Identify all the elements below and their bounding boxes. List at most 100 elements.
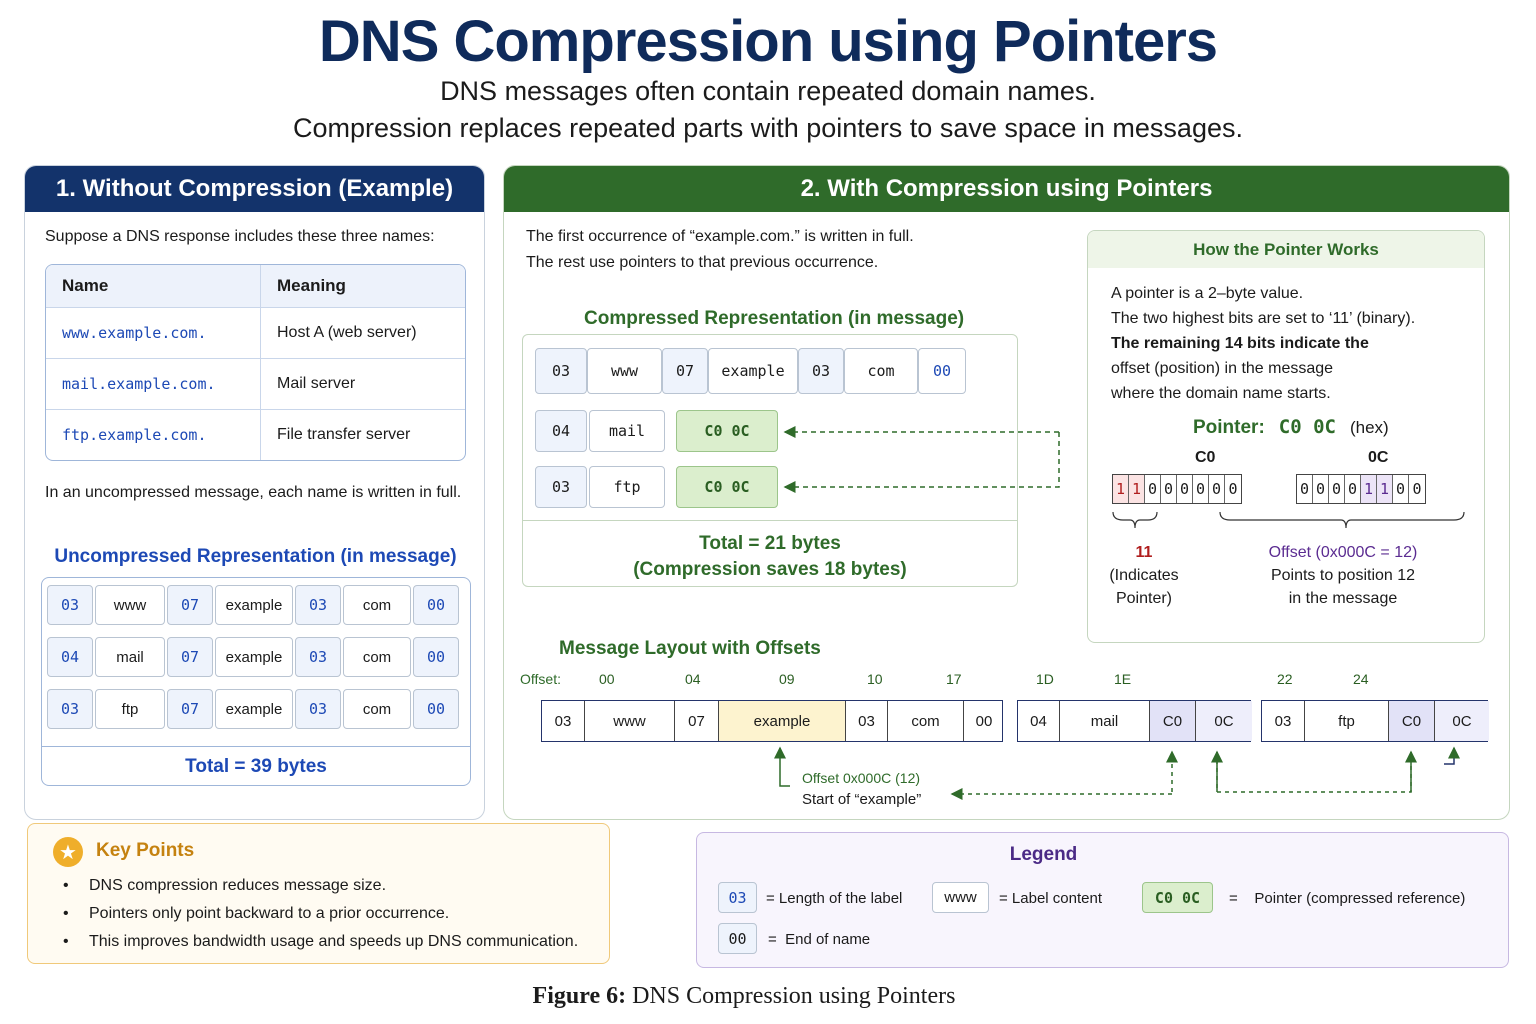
left-note: In an uncompressed message, each name is…: [45, 484, 462, 501]
bit-cell: 1: [1361, 475, 1377, 503]
bits-desc: Pointer): [1115, 590, 1173, 607]
page-title: DNS Compression using Pointers: [318, 9, 1218, 74]
legend-pointer-sample: C0 0C: [1142, 882, 1213, 913]
right-intro-2: The rest use pointers to that previous o…: [526, 254, 879, 271]
offset-marker: 22: [1277, 671, 1293, 687]
bit-cell: 0: [1393, 475, 1409, 503]
caption-label: Figure 6:: [532, 983, 627, 1009]
bit-cell: 0: [1313, 475, 1329, 503]
offset-marker: 17: [946, 671, 962, 687]
layout-cell: ftp: [1305, 701, 1389, 741]
table-header-meaning: Meaning: [277, 276, 346, 295]
pointer-explainer-text: A pointer is a 2–byte value. The two hig…: [1111, 281, 1415, 406]
label-content-cell: example: [215, 689, 293, 729]
layout-cell: 07: [675, 701, 719, 741]
offset-label: Offset (0x000C = 12): [1268, 544, 1418, 561]
label-content-cell: com: [343, 689, 411, 729]
bit-cell: 0: [1145, 475, 1161, 503]
left-intro: Suppose a DNS response includes these th…: [45, 228, 435, 245]
figure-caption: Figure 6: DNS Compression using Pointers: [0, 983, 1488, 1010]
offset-annotation: Offset (0x000C = 12) Points to position …: [1228, 541, 1458, 610]
layout-cell: www: [585, 701, 675, 741]
layout-arrows: [774, 746, 1460, 800]
pointer-unit: (hex): [1349, 418, 1389, 437]
label-content-cell: example: [215, 637, 293, 677]
meaning-www: Host A (web server): [277, 324, 417, 341]
with-compression-panel: 2. With Compression using Pointers The f…: [503, 165, 1510, 820]
without-compression-heading: 1. Without Compression (Example): [25, 166, 484, 212]
legend-label-desc: = Label content: [999, 890, 1103, 907]
label-content-cell: mail: [589, 410, 665, 452]
label-length-cell: 07: [167, 689, 213, 729]
table-header-name: Name: [46, 265, 261, 307]
label-length-cell: 03: [47, 585, 93, 625]
label-length-cell: 00: [413, 637, 459, 677]
with-compression-heading: 2. With Compression using Pointers: [504, 166, 1509, 212]
table-row: mail.example.com. Mail server: [46, 358, 465, 409]
label-length-cell: 07: [167, 585, 213, 625]
layout-cell: 0C: [1196, 701, 1252, 741]
legend-pointer-desc: = Pointer (compressed reference): [1229, 890, 1466, 907]
layout-cell: com: [888, 701, 964, 741]
label-length-cell: 03: [295, 637, 341, 677]
list-item: •DNS compression reduces message size.: [63, 877, 387, 894]
label-length-cell: 00: [918, 348, 966, 394]
label-length-cell: 03: [535, 348, 587, 394]
pointer-explainer: How the Pointer Works A pointer is a 2–b…: [1087, 230, 1485, 643]
compression-savings: (Compression saves 18 bytes): [633, 559, 907, 580]
offset-marker: 1D: [1036, 671, 1054, 687]
without-compression-panel: 1. Without Compression (Example) Suppose…: [24, 165, 485, 820]
table-row: www.example.com. Host A (web server): [46, 307, 465, 358]
layout-cell: C0: [1389, 701, 1435, 741]
meaning-ftp: File transfer server: [277, 426, 411, 443]
layout-cell: 04: [1018, 701, 1060, 741]
table-row: ftp.example.com. File transfer server: [46, 409, 465, 460]
domain-name-www: www.example.com.: [46, 308, 261, 358]
legend-label-sample: www: [932, 882, 989, 913]
label-length-cell: 07: [167, 637, 213, 677]
offset-desc: Points to position 12: [1270, 567, 1416, 584]
offset-label-text: Offset:: [520, 671, 561, 687]
label-content-cell: www: [587, 348, 662, 394]
label-length-cell: 03: [47, 689, 93, 729]
explainer-line: offset (position) in the message: [1111, 360, 1334, 377]
key-points-box: ★ Key Points •DNS compression reduces me…: [27, 823, 610, 964]
key-points-list: •DNS compression reduces message size. •…: [63, 872, 578, 956]
label-length-cell: 03: [535, 466, 587, 508]
layout-title: Message Layout with Offsets: [559, 638, 821, 659]
pointer-cell: C0 0C: [676, 466, 778, 508]
uncompressed-title: Uncompressed Representation (in message): [54, 546, 457, 567]
legend-title: Legend: [1009, 844, 1078, 865]
pointer-value: C0 0C: [1278, 416, 1336, 438]
offset-marker: 09: [779, 671, 795, 687]
label-content-cell: com: [343, 637, 411, 677]
layout-annotation-start: Start of “example”: [802, 791, 922, 808]
bit-cell: 0: [1161, 475, 1177, 503]
legend-end-sample: 00: [718, 923, 757, 954]
layout-cell: 0C: [1435, 701, 1489, 741]
pointer-arrow-ftp: [783, 432, 1060, 493]
names-table: Name Meaning www.example.com. Host A (we…: [45, 264, 466, 461]
domain-name-mail: mail.example.com.: [46, 359, 261, 409]
byte1-label: C0: [1195, 449, 1216, 466]
bit-cell: 0: [1297, 475, 1313, 503]
label-length-cell: 04: [535, 410, 587, 452]
label-content-cell: ftp: [589, 466, 665, 508]
list-item: •This improves bandwidth usage and speed…: [63, 933, 579, 950]
offset-marker: 24: [1353, 671, 1369, 687]
layout-cell: mail: [1060, 701, 1150, 741]
layout-annotation-offset: Offset 0x000C (12): [802, 770, 921, 786]
list-item: •Pointers only point backward to a prior…: [63, 905, 450, 922]
bits-label: 11: [1135, 544, 1153, 561]
label-length-cell: 00: [413, 585, 459, 625]
label-length-cell: 03: [798, 348, 844, 394]
layout-cell: 03: [542, 701, 585, 741]
table-header-row: Name Meaning: [46, 265, 465, 307]
layout-cell: 03: [846, 701, 888, 741]
legend-length-sample: 03: [718, 882, 757, 913]
